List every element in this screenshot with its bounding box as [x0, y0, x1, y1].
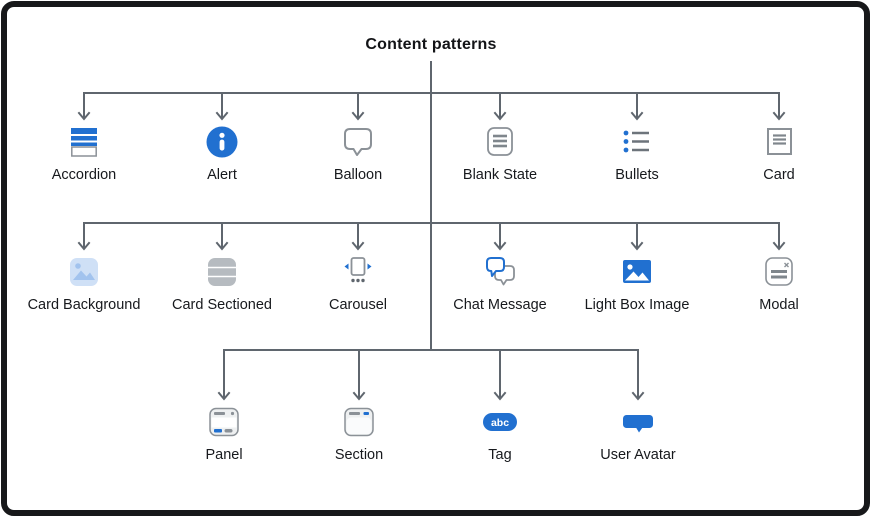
node-section: Section: [284, 404, 434, 463]
node-label: Carousel: [328, 297, 388, 313]
accordion-icon: [66, 124, 102, 160]
bullets-icon: [619, 124, 655, 160]
node-chat-message: Chat Message: [425, 254, 575, 313]
alert-icon: [204, 124, 240, 160]
node-label: Balloon: [333, 167, 383, 183]
modal-icon: [761, 254, 797, 290]
chat-message-icon: [482, 254, 518, 290]
node-label: Blank State: [462, 167, 538, 183]
node-alert: Alert: [147, 124, 297, 183]
node-blank-state: Blank State: [425, 124, 575, 183]
tag-icon: abc: [482, 404, 518, 440]
node-balloon: Balloon: [283, 124, 433, 183]
balloon-icon: [340, 124, 376, 160]
carousel-icon: [340, 254, 376, 290]
card-sectioned-icon: [204, 254, 240, 290]
node-label: Bullets: [615, 167, 659, 183]
node-label: Modal: [759, 297, 799, 313]
node-card-background: Card Background: [9, 254, 159, 313]
node-card-sectioned: Card Sectioned: [147, 254, 297, 313]
node-accordion: Accordion: [9, 124, 159, 183]
card-icon: [761, 124, 797, 160]
node-label: User Avatar: [600, 447, 676, 463]
panel-icon: [206, 404, 242, 440]
blank-state-icon: [482, 124, 518, 160]
node-label: Tag: [488, 447, 512, 463]
node-light-box-image: Light Box Image: [562, 254, 712, 313]
tag-icon-text: abc: [491, 417, 509, 429]
page-title: Content patterns: [365, 36, 497, 53]
node-label: Accordion: [51, 167, 117, 183]
node-carousel: Carousel: [283, 254, 433, 313]
node-panel: Panel: [149, 404, 299, 463]
node-label: Panel: [205, 447, 243, 463]
node-label: Chat Message: [453, 297, 547, 313]
node-user-avatar: User Avatar: [563, 404, 713, 463]
node-bullets: Bullets: [562, 124, 712, 183]
light-box-image-icon: [619, 254, 655, 290]
user-avatar-icon: [620, 404, 656, 440]
node-modal: Modal: [704, 254, 854, 313]
node-label: Alert: [207, 167, 237, 183]
node-label: Section: [334, 447, 384, 463]
node-label: Card Sectioned: [172, 297, 272, 313]
node-card: Card: [704, 124, 854, 183]
section-icon: [341, 404, 377, 440]
card-background-icon: [66, 254, 102, 290]
node-label: Card: [763, 167, 795, 183]
node-label: Light Box Image: [584, 297, 690, 313]
node-label: Card Background: [27, 297, 141, 313]
